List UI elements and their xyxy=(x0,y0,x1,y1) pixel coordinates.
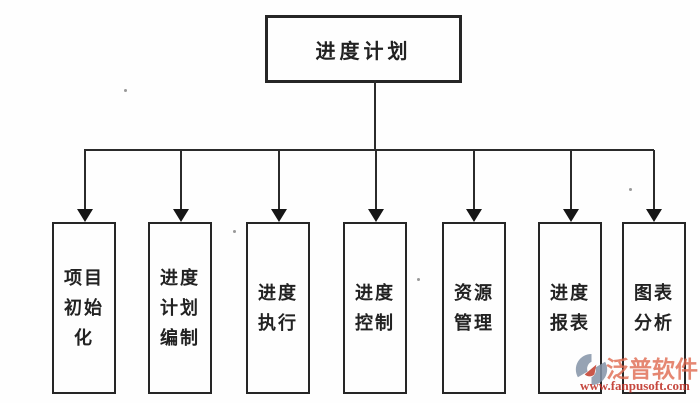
arrowhead-down-icon xyxy=(466,209,482,222)
root-node-label: 进度计划 xyxy=(315,40,412,63)
child-node-chart-analysis: 图表 分析 xyxy=(622,222,686,394)
branch-line-3 xyxy=(278,150,280,210)
arrowhead-down-icon xyxy=(77,209,93,222)
arrowhead-down-icon xyxy=(173,209,189,222)
arrowhead-down-icon xyxy=(271,209,287,222)
root-node-schedule-plan: 进度计划 xyxy=(265,15,462,83)
node-label-line: 初始 xyxy=(64,298,104,318)
arrowhead-down-icon xyxy=(563,209,579,222)
node-label-line: 化 xyxy=(74,328,94,348)
horizontal-connector-line xyxy=(84,149,654,151)
node-label-line: 报表 xyxy=(550,313,590,333)
node-label-line: 图表 xyxy=(634,283,674,303)
arrowhead-down-icon xyxy=(368,209,384,222)
node-label-line: 管理 xyxy=(454,313,494,333)
scan-speck xyxy=(417,278,420,281)
branch-line-2 xyxy=(180,150,182,210)
node-label-line: 执行 xyxy=(258,313,298,333)
node-label-line: 进度 xyxy=(550,283,590,303)
branch-line-1 xyxy=(84,150,86,210)
branch-line-4 xyxy=(375,150,377,210)
child-node-schedule-report: 进度 报表 xyxy=(538,222,602,394)
node-label-line: 计划 xyxy=(160,298,200,318)
arrowhead-down-icon xyxy=(646,209,662,222)
branch-line-7 xyxy=(653,150,655,210)
child-node-schedule-execution: 进度 执行 xyxy=(246,222,310,394)
trunk-connector-line xyxy=(374,80,376,150)
node-label-line: 进度 xyxy=(160,268,200,288)
node-label-line: 分析 xyxy=(634,313,674,333)
branch-line-5 xyxy=(473,150,475,210)
node-label-line: 编制 xyxy=(160,328,200,348)
node-label-line: 资源 xyxy=(454,283,494,303)
child-node-schedule-plan-compilation: 进度 计划 编制 xyxy=(148,222,212,394)
scan-speck xyxy=(629,188,632,191)
node-label-line: 进度 xyxy=(355,283,395,303)
child-node-resource-management: 资源 管理 xyxy=(442,222,506,394)
node-label-line: 项目 xyxy=(64,268,104,288)
child-node-project-initialization: 项目 初始 化 xyxy=(52,222,116,394)
scan-speck xyxy=(233,230,236,233)
node-label-line: 控制 xyxy=(355,313,395,333)
child-node-schedule-control: 进度 控制 xyxy=(343,222,407,394)
scan-speck xyxy=(124,89,127,92)
branch-line-6 xyxy=(570,150,572,210)
node-label-line: 进度 xyxy=(258,283,298,303)
